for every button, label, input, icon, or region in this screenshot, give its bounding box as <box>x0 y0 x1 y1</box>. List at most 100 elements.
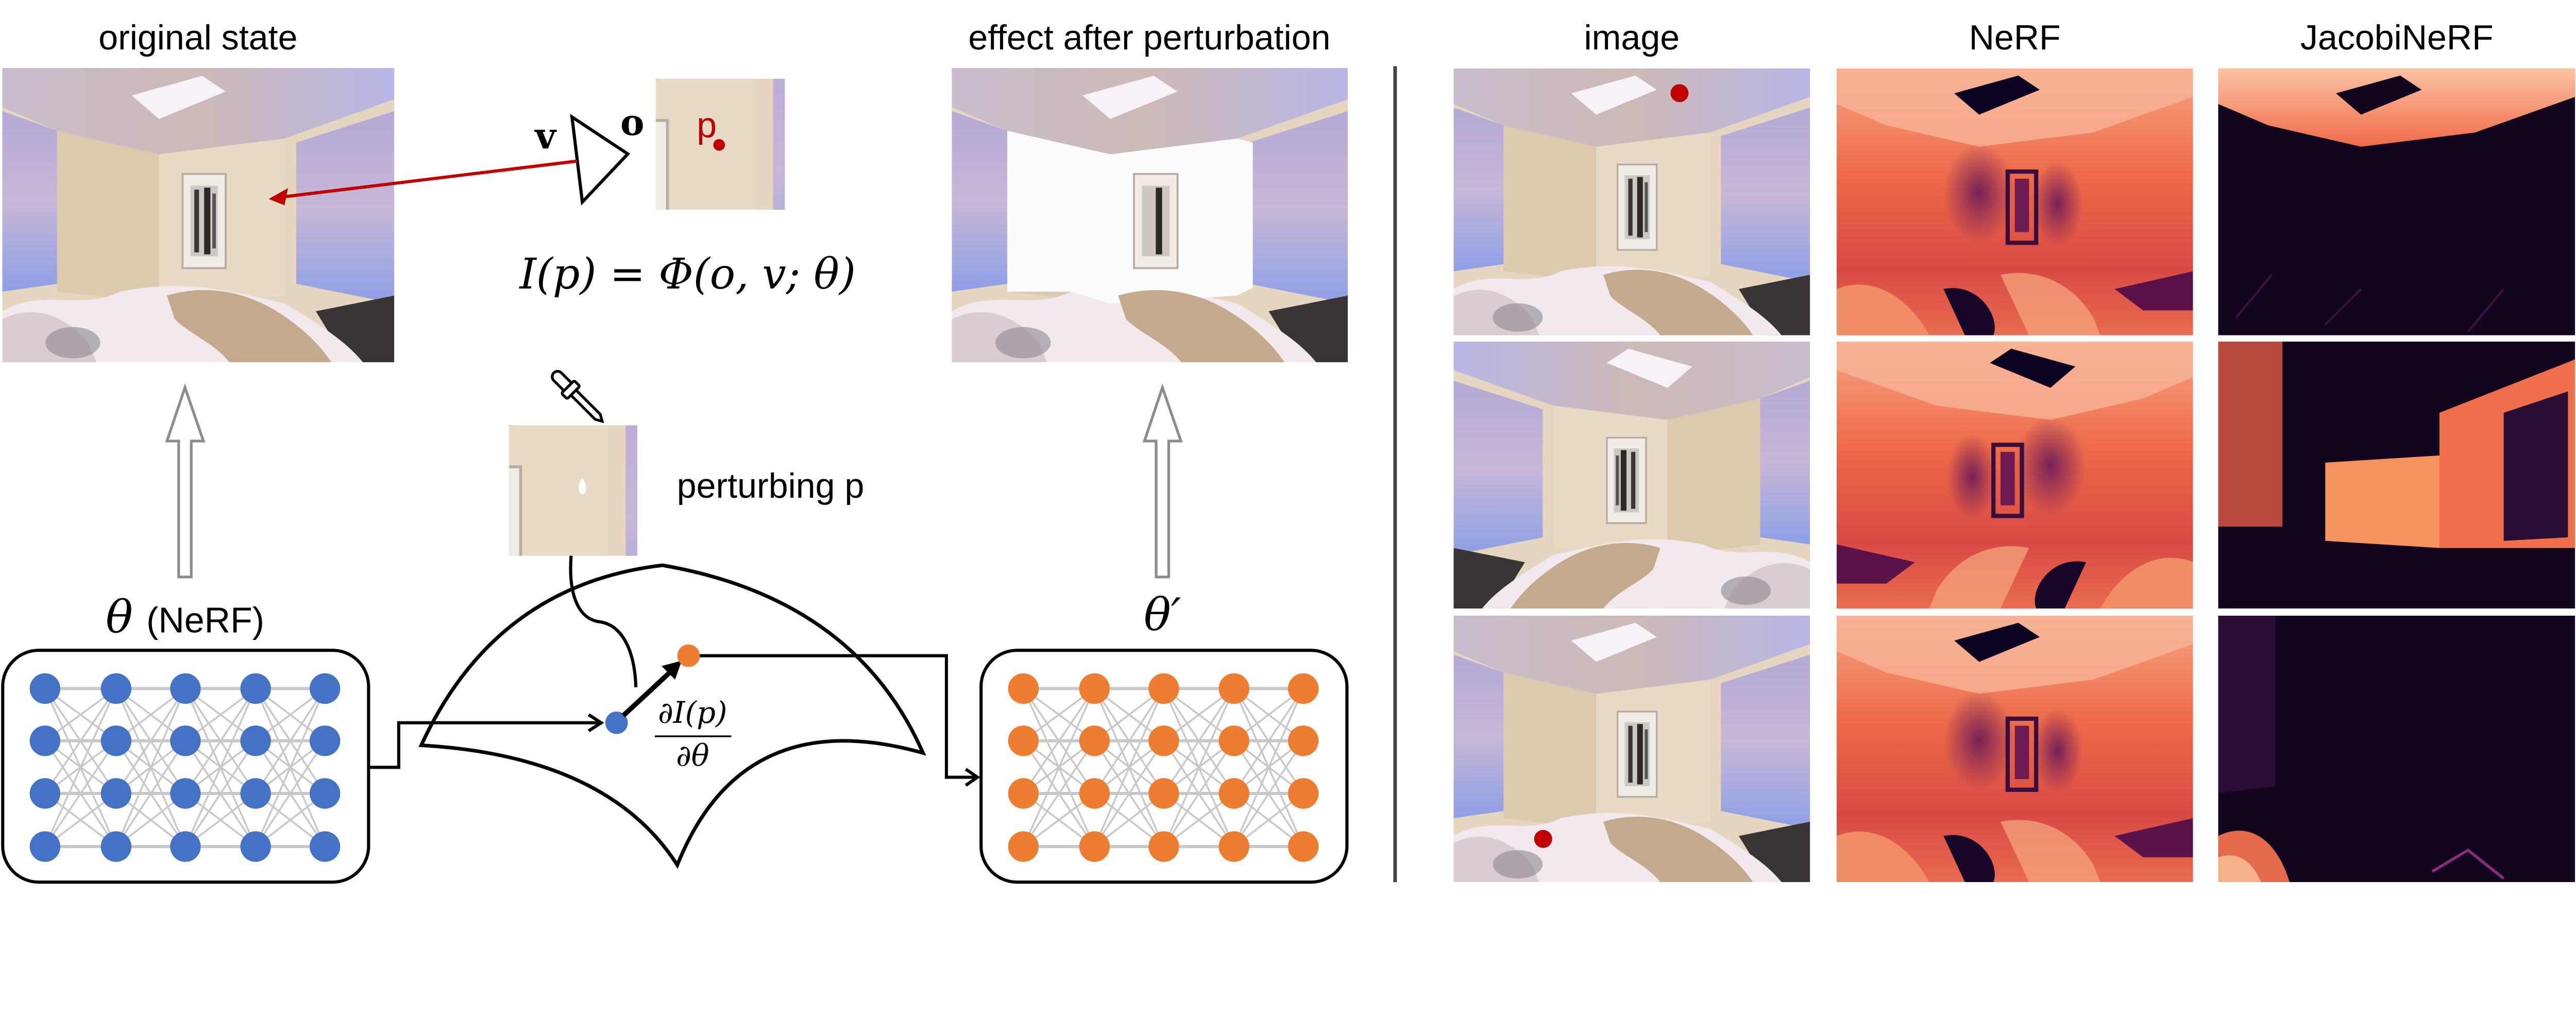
network-node <box>29 725 61 756</box>
jacobinerf-response-map-row-1 <box>2218 69 2575 335</box>
network-node <box>1079 673 1110 704</box>
camera-icon <box>570 113 631 206</box>
theta-label: θ(NeRF) <box>106 590 264 643</box>
network-node <box>1008 673 1039 704</box>
network-edge <box>44 688 117 847</box>
network-edge <box>255 688 326 847</box>
network-node <box>100 778 132 809</box>
nerf-response-map-row-2 <box>1837 342 2193 608</box>
network-node <box>1079 831 1110 862</box>
jacobian-numerator: ∂I(p) <box>658 695 727 730</box>
network-node <box>1287 778 1319 809</box>
network-node <box>309 725 341 756</box>
network-node <box>1008 831 1039 862</box>
network-node <box>1287 831 1319 862</box>
network-edge <box>44 740 117 848</box>
up-arrow-icon <box>165 383 206 579</box>
nerf-network-box <box>1 649 370 884</box>
effect-title: effect after perturbation <box>968 18 1330 57</box>
network-edge <box>1093 740 1165 848</box>
network-node <box>1148 725 1179 756</box>
network-edge <box>184 688 257 847</box>
network-node <box>240 831 271 862</box>
network-edge <box>115 688 187 847</box>
query-image-row-3 <box>1453 616 1810 882</box>
network-node <box>309 778 341 809</box>
camera-origin-label: o <box>620 102 645 144</box>
arrowhead-icon <box>587 713 604 733</box>
network-node <box>1008 778 1039 809</box>
pixel-crop-image <box>333 0 920 406</box>
network-edge <box>115 740 187 848</box>
up-arrow-icon <box>1142 383 1183 579</box>
nerf-response-map-row-1 <box>1837 69 2193 335</box>
nerf-response-map-row-3 <box>1837 616 2193 882</box>
network-edge <box>1022 740 1095 848</box>
network-edge <box>1022 688 1095 794</box>
original-state-title: original state <box>98 18 297 57</box>
network-node <box>1148 831 1179 862</box>
perturbed-network-box <box>979 649 1349 884</box>
network-node <box>1079 725 1110 756</box>
network-edge <box>184 688 257 794</box>
network-node <box>1148 778 1179 809</box>
network-node <box>29 831 61 862</box>
manifold-to-theta-prime-line <box>700 654 976 779</box>
arrowhead-icon <box>964 768 980 787</box>
perturbing-label: perturbing p <box>677 466 865 505</box>
column-header-image: image <box>1584 18 1680 57</box>
column-header-jacobinerf: JacobiNeRF <box>2300 18 2494 57</box>
view-direction-label: v <box>534 115 557 157</box>
network-node <box>1218 778 1249 809</box>
parameter-manifold <box>418 563 926 869</box>
network-node <box>1218 673 1249 704</box>
network-edge <box>1022 688 1095 847</box>
perturb-connector-line <box>569 555 638 687</box>
network-node <box>1148 673 1179 704</box>
theta-prime-label: θ′ <box>1144 588 1181 641</box>
nerf-network <box>29 673 341 862</box>
network-node <box>309 831 341 862</box>
pixel-marker <box>713 139 725 151</box>
network-node <box>170 778 201 809</box>
network-node <box>170 831 201 862</box>
network-node <box>1287 725 1319 756</box>
network-node <box>100 831 132 862</box>
theta-point <box>605 712 628 734</box>
network-edge <box>1233 688 1304 794</box>
network-edge <box>44 688 117 794</box>
network-edge <box>255 740 326 848</box>
droplet-icon <box>579 478 586 495</box>
network-node <box>1008 725 1039 756</box>
query-point-marker <box>1670 84 1689 103</box>
network-node <box>1287 673 1319 704</box>
network-edge <box>184 740 257 848</box>
ray-arrowhead-icon <box>268 188 289 206</box>
theta-prime-point <box>677 644 700 667</box>
jacobinerf-figure: original state v o p I(p) = Φ(o, v; θ) p… <box>1 0 2576 884</box>
gradient-step-arrow <box>621 668 675 718</box>
original-render-image <box>2 68 394 362</box>
network-edge <box>1163 688 1235 847</box>
query-point-marker <box>1534 830 1552 848</box>
query-image-row-2 <box>1453 342 1810 608</box>
network-node <box>29 673 61 704</box>
render-equation: I(p) = Φ(o, v; θ) <box>518 250 856 299</box>
network-node <box>170 725 201 756</box>
jacobian-denominator: ∂θ <box>676 738 709 773</box>
theta-to-manifold-line <box>368 721 599 769</box>
query-image-row-1 <box>1453 69 1810 335</box>
network-node <box>309 673 341 704</box>
perturbed-network <box>1008 673 1319 862</box>
network-node <box>170 673 201 704</box>
network-node <box>100 725 132 756</box>
network-edge <box>1233 688 1304 847</box>
network-node <box>240 725 271 756</box>
network-edge <box>1233 740 1304 848</box>
network-node <box>1079 778 1110 809</box>
pixel-label: p <box>697 105 717 145</box>
network-edge <box>1093 688 1165 794</box>
jacobinerf-response-map-row-2 <box>2218 341 2575 608</box>
network-node <box>1218 725 1249 756</box>
ray-line <box>281 159 578 199</box>
